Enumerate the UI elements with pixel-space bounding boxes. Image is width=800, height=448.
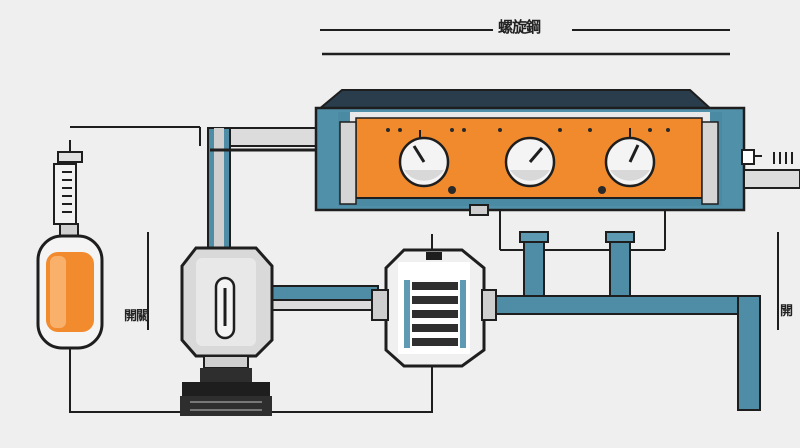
blue-pipes xyxy=(267,231,761,411)
header-lines xyxy=(320,29,730,56)
header-label: 螺旋鋼 xyxy=(498,18,541,36)
heat-exchanger xyxy=(371,248,497,368)
gauge-dial-3 xyxy=(604,128,656,188)
right-label: 開 xyxy=(780,304,793,319)
filter-unit xyxy=(180,246,274,416)
control-panel xyxy=(314,89,800,216)
gauge-dial-2 xyxy=(504,136,556,188)
orange-tank xyxy=(36,234,104,350)
left-label: 開關 xyxy=(124,309,149,324)
syringe xyxy=(53,151,83,239)
gauge-dial-1 xyxy=(398,130,450,188)
